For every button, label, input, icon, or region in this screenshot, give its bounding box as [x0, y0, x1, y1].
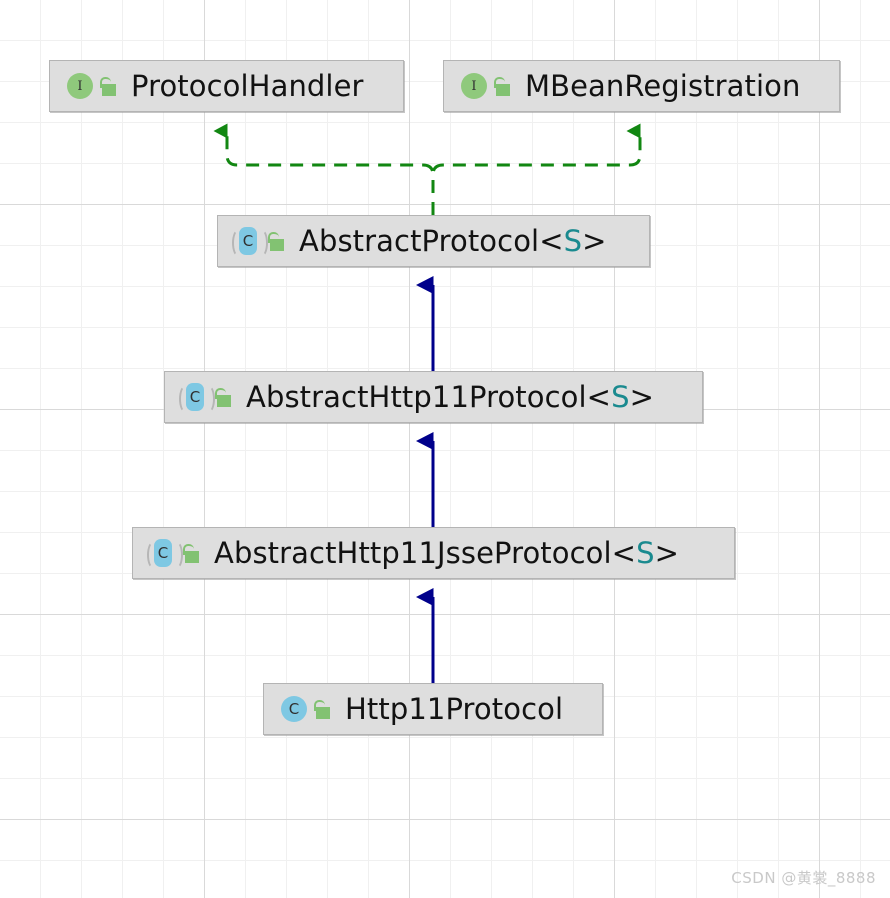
interface-icon: I	[63, 71, 93, 101]
node-label: MBeanRegistration	[525, 68, 801, 103]
class-node-abstract-protocol[interactable]: C AbstractProtocol<S>	[217, 215, 650, 267]
abstract-class-icon: C	[146, 538, 183, 569]
class-node-abstract-http11-protocol[interactable]: C AbstractHttp11Protocol<S>	[164, 371, 703, 423]
unlocked-padlock-icon	[214, 386, 234, 408]
class-node-mbean-registration[interactable]: I MBeanRegistration	[443, 60, 840, 112]
watermark: CSDN @黄裳_8888	[731, 869, 876, 887]
node-label: AbstractHttp11Protocol<S>	[246, 379, 654, 414]
unlocked-padlock-icon	[493, 75, 513, 97]
class-node-http11-protocol[interactable]: C Http11Protocol	[263, 683, 603, 735]
node-label: AbstractProtocol<S>	[299, 223, 607, 258]
node-label: Http11Protocol	[345, 691, 564, 726]
abstract-class-icon: C	[231, 226, 268, 257]
class-node-abstract-http11-jsse-protocol[interactable]: C AbstractHttp11JsseProtocol<S>	[132, 527, 735, 579]
unlocked-padlock-icon	[267, 230, 287, 252]
unlocked-padlock-icon	[313, 698, 333, 720]
node-label: AbstractHttp11JsseProtocol<S>	[214, 535, 679, 570]
edge-realize-protocol-handler	[213, 123, 435, 215]
abstract-class-icon: C	[178, 382, 215, 413]
interface-icon: I	[457, 71, 487, 101]
class-icon: C	[277, 694, 307, 724]
node-label: ProtocolHandler	[131, 68, 364, 103]
unlocked-padlock-icon	[99, 75, 119, 97]
class-node-protocol-handler[interactable]: I ProtocolHandler	[49, 60, 404, 112]
unlocked-padlock-icon	[182, 542, 202, 564]
edge-realize-mbean-registration	[431, 123, 642, 215]
